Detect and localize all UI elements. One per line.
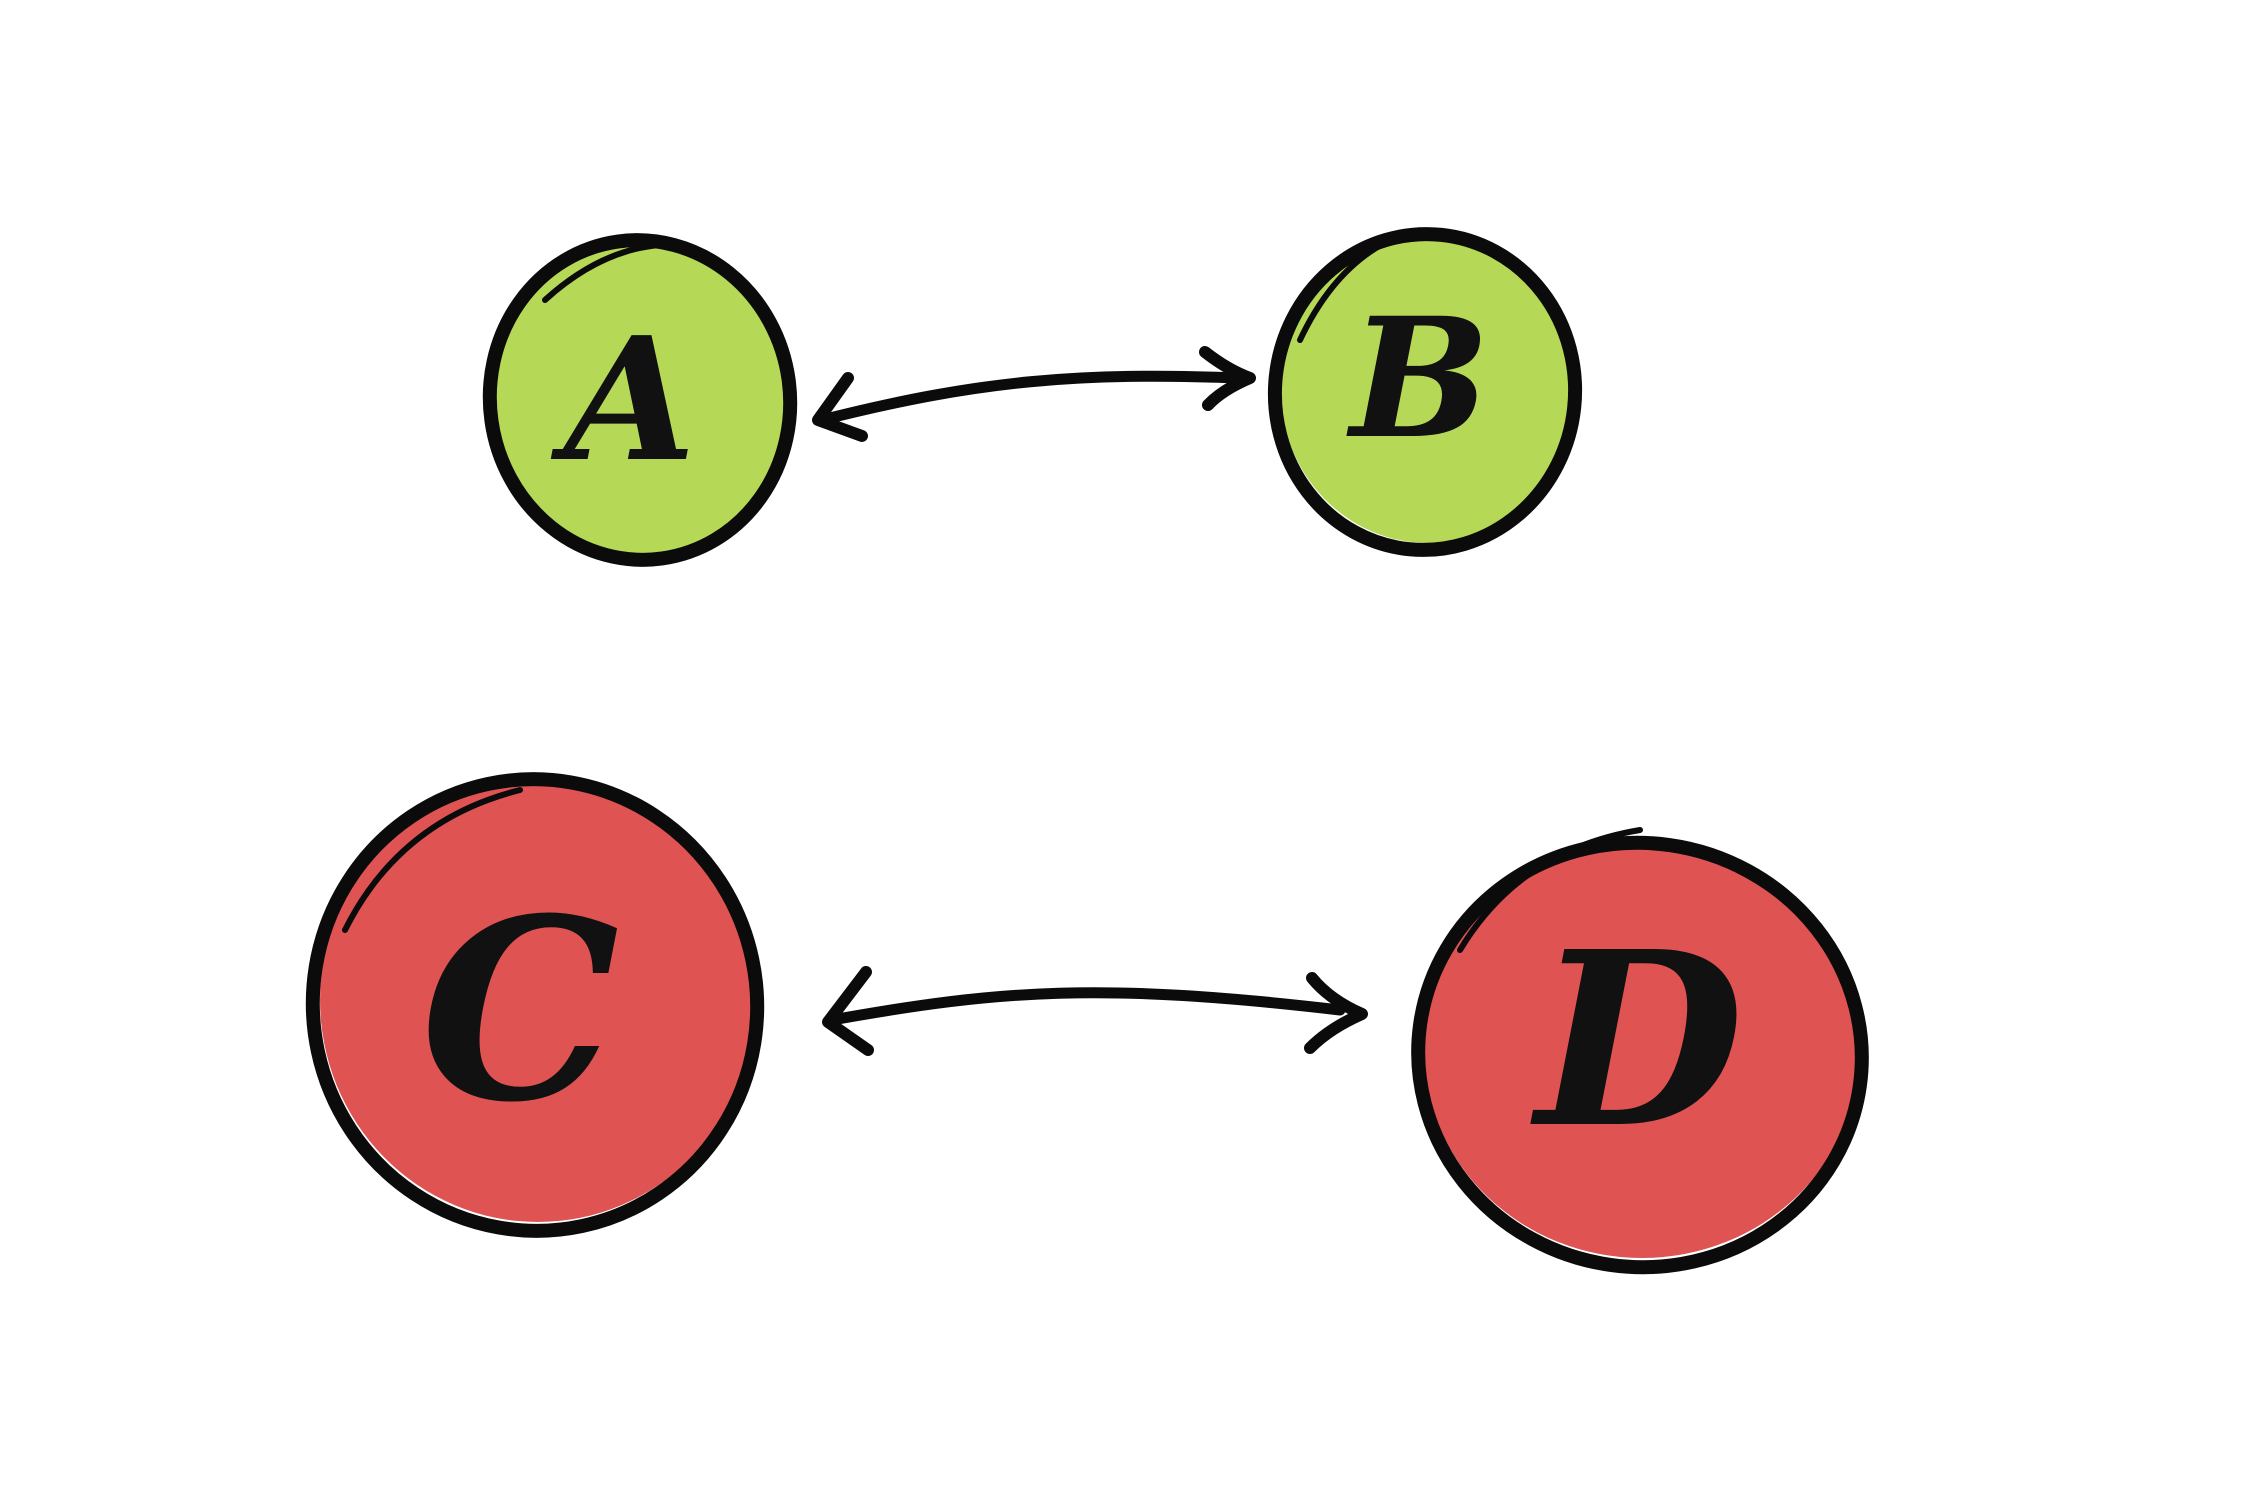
node-d-fill — [1424, 842, 1860, 1258]
node-b-label: B — [1346, 281, 1489, 475]
edge-c-d-line — [826, 987, 1346, 1026]
node-c-outline — [305, 772, 765, 1238]
arrowhead-at-b — [1199, 346, 1256, 411]
node-d-label: D — [1530, 899, 1744, 1181]
node-b[interactable]: B — [1259, 219, 1590, 565]
edge-a-b-line — [816, 370, 1246, 426]
node-a[interactable]: A — [469, 221, 811, 580]
node-b-fill — [1280, 233, 1576, 543]
arrowhead-at-c — [822, 966, 874, 1056]
node-b-outline — [1267, 227, 1583, 557]
edge-c-d — [822, 966, 1368, 1056]
node-a-inner-stroke — [542, 242, 663, 303]
node-a-outline — [482, 233, 798, 567]
arrowhead-at-d — [1304, 972, 1368, 1054]
node-b-inner-stroke — [1297, 229, 1413, 343]
node-a-label: A — [550, 300, 696, 500]
node-a-fill — [494, 237, 790, 553]
node-c-fill — [320, 778, 756, 1222]
edge-a-b — [812, 346, 1256, 442]
node-d-outline — [1411, 835, 1869, 1275]
node-c-label: C — [421, 863, 620, 1157]
node-c-inner-stroke — [342, 787, 523, 933]
node-d[interactable]: D — [1391, 814, 1890, 1296]
arrowhead-at-a — [812, 372, 868, 442]
node-d-inner-stroke — [1457, 827, 1643, 953]
node-c[interactable]: C — [271, 738, 799, 1272]
